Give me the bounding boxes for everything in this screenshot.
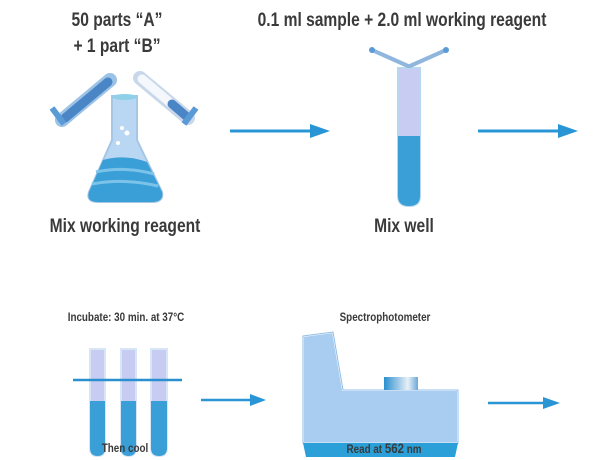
step1-caption: Mix working reagent [49,216,201,237]
wavelength-value: 562 [384,440,404,456]
arrow-icon [478,124,578,138]
left-test-tube-icon [49,73,117,127]
spectrophotometer-icon [302,330,459,457]
step2-instruction: 0.1 ml sample + 2.0 ml working reagent [257,10,547,31]
step2-caption: Mix well [374,216,434,237]
step3-caption: Then cool [101,441,149,455]
caption-suffix: nm [406,442,422,456]
step1-line2: + 1 part “B” [73,36,161,57]
step3-instruction: Incubate: 30 min. at 37°C [67,310,185,324]
step4-caption: Read at 562 nm [347,441,422,456]
arrow-icon [230,124,330,138]
arrow-icon [201,394,266,406]
step1-line1: 50 parts “A” [71,10,163,31]
pipette-icon [369,47,449,68]
right-test-tube-icon [133,71,199,126]
arrow-icon [488,397,560,409]
step4-title: Spectrophotometer [339,310,431,324]
incubation-tubes-icon [73,348,182,458]
flask-icon [87,94,164,203]
mix-tube-icon [397,67,421,208]
caption-prefix: Read at [346,442,383,456]
